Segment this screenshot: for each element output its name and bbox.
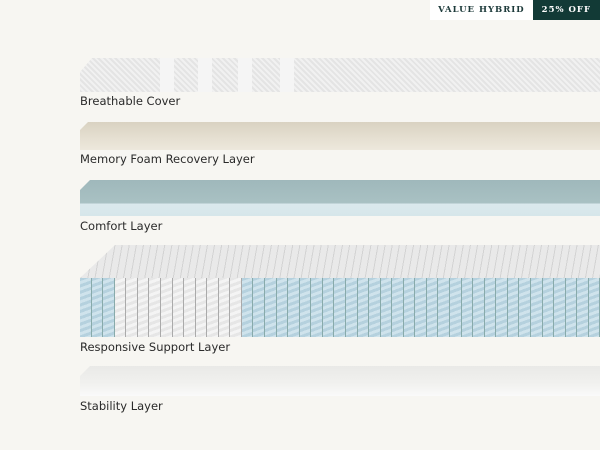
coil bbox=[276, 278, 289, 337]
layer-label-stability: Stability Layer bbox=[80, 399, 163, 413]
coil bbox=[207, 278, 219, 337]
coil bbox=[461, 278, 474, 337]
coil bbox=[311, 278, 323, 337]
memory-foam-layer-image bbox=[80, 122, 600, 150]
coil bbox=[299, 278, 312, 337]
coil bbox=[322, 278, 335, 337]
value-hybrid-badge: VALUE HYBRID bbox=[430, 0, 533, 20]
coil bbox=[265, 278, 277, 337]
coil bbox=[542, 278, 555, 337]
coil bbox=[195, 278, 208, 337]
coil bbox=[484, 278, 497, 337]
coil bbox=[496, 278, 508, 337]
coil bbox=[554, 278, 566, 337]
layer-label-cover: Breathable Cover bbox=[80, 94, 181, 108]
coil bbox=[530, 278, 543, 337]
layer-label-support: Responsive Support Layer bbox=[80, 340, 231, 354]
comfort-layer-image bbox=[80, 180, 600, 216]
coil bbox=[288, 278, 300, 337]
breathable-cover-image bbox=[80, 58, 600, 92]
coil bbox=[345, 278, 358, 337]
coil bbox=[415, 278, 427, 337]
coil bbox=[172, 278, 185, 337]
coil bbox=[403, 278, 416, 337]
coil bbox=[241, 278, 254, 337]
layer-label-comfort: Comfort Layer bbox=[80, 219, 163, 233]
coil bbox=[160, 278, 173, 337]
coil bbox=[588, 278, 600, 337]
coil bbox=[565, 278, 578, 337]
coil bbox=[114, 278, 127, 337]
coil bbox=[149, 278, 161, 337]
coil bbox=[184, 278, 196, 337]
coil bbox=[438, 278, 450, 337]
coil bbox=[519, 278, 531, 337]
coil bbox=[334, 278, 346, 337]
coil bbox=[357, 278, 370, 337]
coil bbox=[392, 278, 404, 337]
coil bbox=[380, 278, 393, 337]
stability-layer-image bbox=[80, 366, 600, 396]
coil bbox=[230, 278, 242, 337]
coil bbox=[126, 278, 138, 337]
coil bbox=[369, 278, 381, 337]
layer-label-memory-foam: Memory Foam Recovery Layer bbox=[80, 152, 255, 166]
coil bbox=[137, 278, 150, 337]
coil bbox=[253, 278, 265, 337]
coil bbox=[473, 278, 485, 337]
discount-badge: 25% OFF bbox=[532, 0, 600, 20]
coil bbox=[450, 278, 462, 337]
coil bbox=[426, 278, 439, 337]
coil bbox=[91, 278, 104, 337]
coil bbox=[218, 278, 231, 337]
coil bbox=[103, 278, 115, 337]
coil bbox=[80, 278, 92, 337]
support-coils-image bbox=[80, 278, 600, 337]
support-layer-top-image bbox=[80, 245, 600, 278]
coil bbox=[507, 278, 520, 337]
product-badges: VALUE HYBRID 25% OFF bbox=[430, 0, 600, 20]
coil bbox=[577, 278, 589, 337]
